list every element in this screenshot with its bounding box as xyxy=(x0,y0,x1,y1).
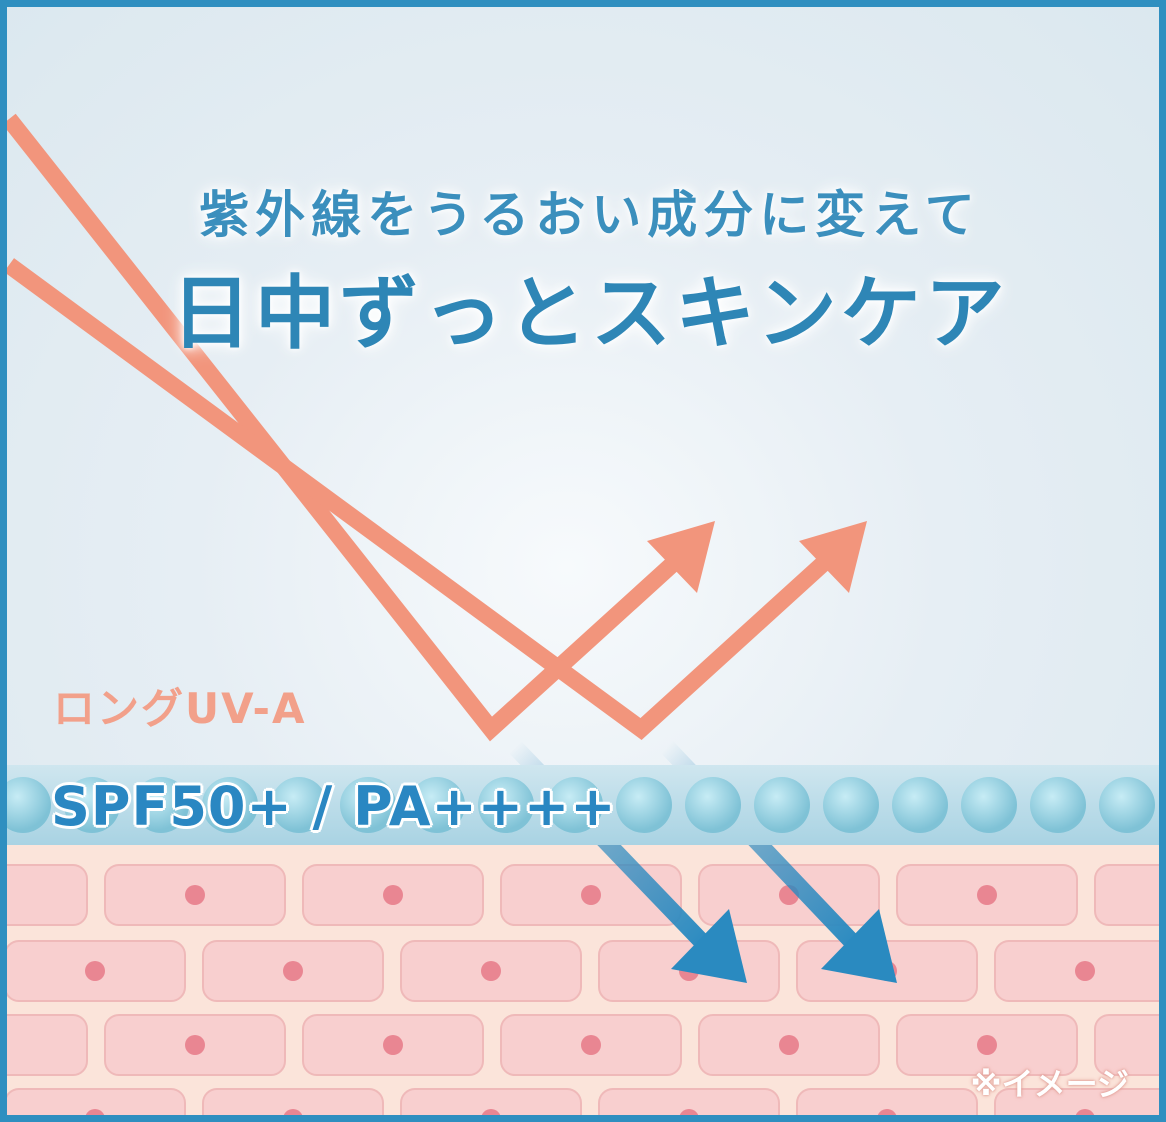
cell-nucleus xyxy=(185,1035,205,1055)
uv-bead xyxy=(478,777,534,833)
uv-bead xyxy=(823,777,879,833)
uv-arrowhead-2 xyxy=(799,521,867,593)
skin-cell xyxy=(598,1088,780,1115)
cell-nucleus xyxy=(481,961,501,981)
uv-bead xyxy=(754,777,810,833)
cell-nucleus xyxy=(85,961,105,981)
skin-cell xyxy=(400,1088,582,1115)
uv-bead xyxy=(7,777,51,833)
cell-nucleus xyxy=(779,1035,799,1055)
uv-arrow-2 xyxy=(7,258,843,740)
headline-main: 日中ずっとスキンケア xyxy=(171,266,1009,360)
uv-bead xyxy=(616,777,672,833)
uv-bead xyxy=(64,777,120,833)
uv-arrowhead-1 xyxy=(647,521,715,593)
cell-nucleus xyxy=(977,1035,997,1055)
cell-nucleus xyxy=(581,1035,601,1055)
spf-label: SPF50+ / PA++++ xyxy=(51,775,617,838)
deep-arrowhead-1 xyxy=(671,909,747,983)
cell-nucleus xyxy=(383,885,403,905)
cell-nucleus xyxy=(1075,1109,1095,1115)
cell-nucleus xyxy=(85,1109,105,1115)
uv-bead xyxy=(547,777,603,833)
uv-bead xyxy=(961,777,1017,833)
cell-nucleus xyxy=(977,885,997,905)
uv-bead xyxy=(271,777,327,833)
cell-nucleus xyxy=(877,1109,897,1115)
uv-arrow-1 xyxy=(7,113,693,742)
skin-cell xyxy=(202,1088,384,1115)
uv-bead xyxy=(1099,777,1155,833)
uv-diagram-art xyxy=(7,113,1159,1115)
cell-nucleus xyxy=(283,1109,303,1115)
headline-sub: 紫外線をうるおい成分に変えて xyxy=(199,185,981,244)
skin-cell xyxy=(1094,864,1159,926)
cell-nucleus xyxy=(679,1109,699,1115)
cell-nucleus xyxy=(1075,961,1095,981)
uv-bead xyxy=(685,777,741,833)
uv-arrows xyxy=(7,113,843,742)
bead-layer xyxy=(7,777,1155,833)
uv-bead xyxy=(409,777,465,833)
image-note: ※イメージ xyxy=(970,1065,1129,1103)
uv-bead xyxy=(133,777,189,833)
uva-label: ロングUV-A xyxy=(53,684,307,733)
uv-beads xyxy=(7,777,1155,833)
skin-cell xyxy=(796,1088,978,1115)
uv-bead xyxy=(892,777,948,833)
cell-nucleus xyxy=(383,1035,403,1055)
uv-bead xyxy=(1030,777,1086,833)
uv-bead xyxy=(340,777,396,833)
cell-nucleus xyxy=(283,961,303,981)
deep-arrowhead-2 xyxy=(821,909,897,983)
skin-cell xyxy=(994,1088,1159,1115)
skin-cell xyxy=(7,1088,186,1115)
skin-cell xyxy=(7,1014,88,1076)
cell-nucleus xyxy=(481,1109,501,1115)
cell-nucleus xyxy=(581,885,601,905)
uv-bead xyxy=(202,777,258,833)
skin-cell xyxy=(7,864,88,926)
cell-nucleus xyxy=(185,885,205,905)
skin-cell xyxy=(1094,1014,1159,1076)
